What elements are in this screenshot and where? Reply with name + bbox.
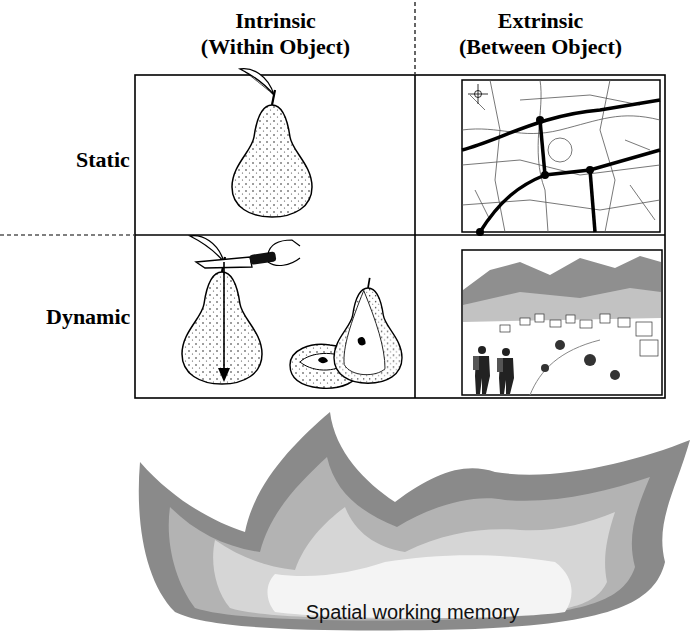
node-label: Spatial working memory [135, 600, 690, 624]
landscape-drawing [462, 250, 662, 395]
column-header: Extrinsic (Between Object) [458, 8, 623, 60]
header-text: Dynamic [46, 304, 130, 329]
flame-node: Spatial working memory [135, 412, 690, 634]
header-text: Static [76, 147, 130, 172]
row-header: Static [76, 147, 130, 173]
column-divider [414, 2, 415, 74]
table-line [135, 234, 665, 236]
column-header: Intrinsic (Within Object) [200, 8, 351, 60]
table-line [414, 75, 416, 398]
table-frame [135, 75, 665, 398]
header-text: Extrinsic (Between Object) [459, 8, 622, 59]
map-drawing [462, 80, 660, 236]
pear-drawing [232, 69, 312, 217]
header-text: Intrinsic (Within Object) [201, 8, 350, 59]
row-divider [0, 234, 134, 235]
row-header: Dynamic [46, 304, 130, 330]
flame-shape [135, 412, 690, 634]
cutting-drawing [182, 236, 402, 389]
